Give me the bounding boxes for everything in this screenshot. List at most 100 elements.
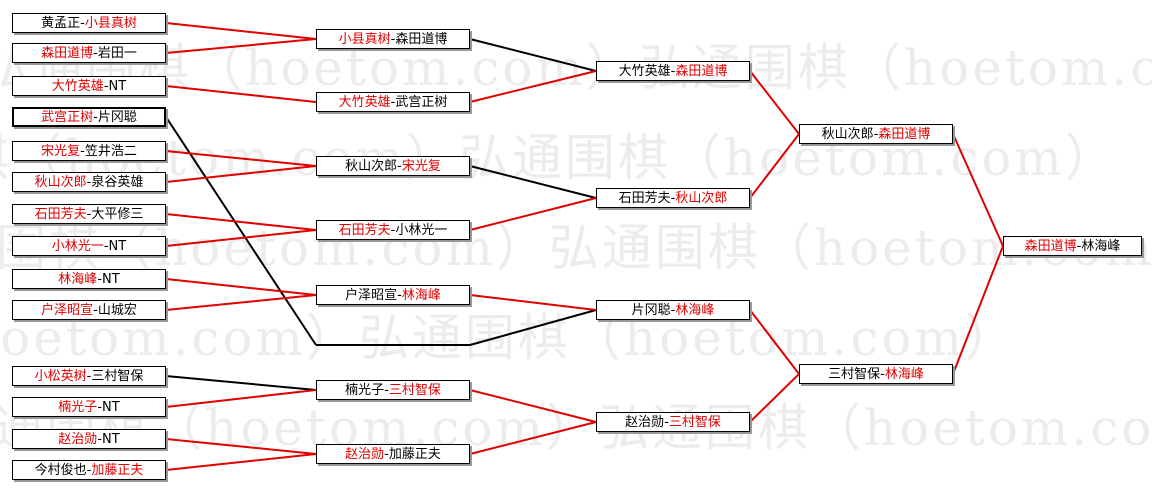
player: 三村智保 (668, 415, 721, 430)
bracket-connector (165, 150, 317, 167)
match-box-r1-7: 石田芳夫-大平修三 (12, 204, 166, 224)
bracket-connector (165, 389, 317, 408)
player: 片冈聪 (97, 110, 137, 125)
bracket-connector (165, 438, 317, 455)
player: 小松英树 (34, 369, 87, 384)
match-box-r3-3: 片冈聪-林海峰 (596, 300, 750, 320)
match-box-r2-7: 赵治勋-加藤正夫 (316, 444, 470, 464)
player: 林海峰 (58, 272, 98, 287)
match-box-r2-5: 户泽昭宣-林海峰 (316, 285, 470, 305)
player: 石田芳夫 (338, 223, 391, 238)
match-box-r1-2: 森田道博-岩田一 (12, 43, 166, 63)
player: 小林光一 (51, 239, 104, 254)
match-box-r1-11: 小松英树-三村智保 (12, 366, 166, 386)
match-box-r1-4: 武宫正树-片冈聪 (12, 107, 166, 127)
match-box-r2-1: 小县真树-森田道博 (316, 29, 470, 49)
player: 森田道博 (395, 32, 448, 47)
bracket-connector (469, 309, 597, 346)
match-box-r1-3: 大竹英雄-NT (12, 76, 166, 96)
player: 三村智保 (91, 369, 144, 384)
bracket-connector (165, 278, 317, 296)
player: 加藤正夫 (388, 447, 441, 462)
player: 林海峰 (1081, 239, 1121, 254)
player: 林海峰 (675, 303, 715, 318)
bracket-connector (165, 165, 317, 183)
player: NT (108, 79, 127, 94)
bracket-connector (165, 375, 317, 391)
bracket-connector (749, 133, 800, 199)
player: NT (102, 400, 120, 415)
match-box-r3-2: 石田芳夫-秋山次郎 (596, 188, 750, 208)
player: 森田道博 (878, 127, 931, 142)
bracket-connector (469, 70, 597, 103)
player: NT (108, 239, 127, 254)
bracket-connector (469, 38, 597, 72)
player: 石田芳夫 (618, 191, 671, 206)
bracket-connector (749, 373, 800, 423)
player: 笠井浩二 (84, 144, 137, 159)
player: 小林光一 (395, 223, 448, 238)
bracket-connector (469, 165, 597, 199)
match-box-r4-1: 秋山次郎-森田道博 (799, 124, 953, 144)
match-box-r1-6: 秋山次郎-泉谷英雄 (12, 172, 166, 192)
player: NT (102, 432, 120, 447)
player: 岩田一 (97, 46, 137, 61)
match-box-r1-1: 黄孟正-小县真树 (12, 13, 166, 33)
player: 今村俊也 (34, 463, 87, 478)
player: 户泽昭宣 (345, 288, 398, 303)
bracket-connector (469, 389, 597, 423)
player: 楠光子 (58, 400, 98, 415)
player: 森田道博 (1024, 239, 1077, 254)
player: 石田芳夫 (34, 207, 87, 222)
player: 小县真树 (84, 16, 137, 31)
player: 赵治勋 (625, 415, 665, 430)
player: 宋光复 (41, 144, 81, 159)
player: 林海峰 (884, 367, 924, 382)
player: 森田道博 (675, 64, 728, 79)
player: 加藤正夫 (91, 463, 144, 478)
player: 户泽昭宣 (41, 303, 94, 318)
match-box-r3-4: 赵治勋-三村智保 (596, 412, 750, 432)
player: 三村智保 (828, 367, 881, 382)
bracket-connector (952, 245, 1004, 375)
player: 三村智保 (388, 383, 441, 398)
player: 泉谷英雄 (91, 175, 144, 190)
player: 秋山次郎 (345, 159, 398, 174)
bracket-connector (165, 116, 317, 346)
match-box-r2-4: 石田芳夫-小林光一 (316, 220, 470, 240)
player: 赵治勋 (345, 447, 385, 462)
player: 赵治勋 (58, 432, 98, 447)
bracket-connector (165, 453, 317, 471)
bracket-connector (165, 229, 317, 247)
bracket-connector (749, 309, 800, 375)
player: 大竹英雄 (618, 64, 671, 79)
player: 秋山次郎 (675, 191, 728, 206)
bracket-connector (165, 85, 317, 103)
bracket-connector (165, 22, 317, 40)
match-box-r4-2: 三村智保-林海峰 (799, 364, 953, 384)
match-box-r1-10: 户泽昭宣-山城宏 (12, 300, 166, 320)
match-box-r1-5: 宋光复-笠井浩二 (12, 141, 166, 161)
bracket-connector (469, 294, 597, 311)
player: 小县真树 (338, 32, 391, 47)
player: 森田道博 (41, 46, 94, 61)
bracket-connector (165, 294, 317, 311)
match-box-r2-3: 秋山次郎-宋光复 (316, 156, 470, 176)
match-box-r1-14: 今村俊也-加藤正夫 (12, 460, 166, 480)
bracket-connector (165, 213, 317, 231)
bracket-connector (165, 38, 317, 54)
bracket-connector (749, 70, 800, 135)
player: 片冈聪 (631, 303, 671, 318)
player: 大平修三 (91, 207, 144, 222)
match-box-r1-12: 楠光子-NT (12, 397, 166, 417)
player: 宋光复 (401, 159, 441, 174)
match-box-r3-1: 大竹英雄-森田道博 (596, 61, 750, 81)
bracket-connector (469, 197, 597, 231)
match-box-final: 森田道博-林海峰 (1003, 236, 1142, 256)
match-box-r2-6: 楠光子-三村智保 (316, 380, 470, 400)
bracket-connector (469, 421, 597, 455)
match-box-r1-13: 赵治勋-NT (12, 429, 166, 449)
player: 山城宏 (97, 303, 137, 318)
player: 大竹英雄 (338, 95, 391, 110)
match-box-r2-2: 大竹英雄-武宫正树 (316, 92, 470, 112)
